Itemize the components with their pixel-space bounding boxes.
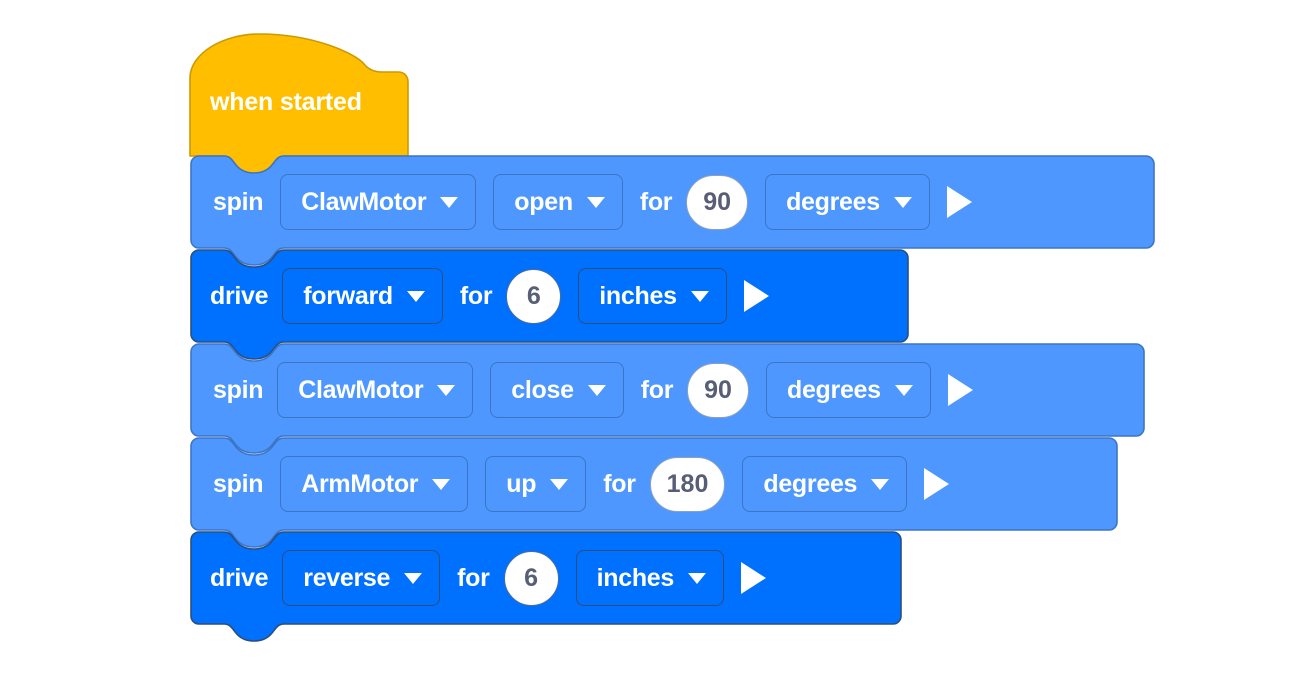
amount-input-4[interactable]: 180 — [649, 456, 726, 512]
amount-value-5: 6 — [524, 563, 539, 592]
block-drive-reverse[interactable]: drive reverse for 6 inches — [190, 531, 902, 642]
chevron-down-icon — [432, 478, 451, 490]
for-label-3: for — [640, 375, 674, 404]
drive-command-label-2: drive — [210, 563, 269, 592]
unit-dropdown-1[interactable]: degrees — [765, 174, 930, 230]
amount-value-1: 90 — [703, 187, 732, 216]
when-started-label: when started — [210, 88, 362, 116]
chevron-down-icon — [404, 572, 423, 584]
direction-dropdown-3[interactable]: close — [490, 362, 624, 418]
chevron-down-icon — [406, 290, 425, 302]
drive-command-label-1: drive — [210, 281, 269, 310]
block-when-started[interactable]: when started — [188, 32, 410, 174]
play-arrow-icon-1[interactable] — [946, 186, 972, 218]
motor-dropdown-3[interactable]: ArmMotor — [280, 456, 469, 512]
unit-dropdown-value-2: inches — [599, 281, 677, 310]
play-arrow-icon-2[interactable] — [743, 280, 769, 312]
play-arrow-icon-3[interactable] — [947, 374, 973, 406]
amount-input-5[interactable]: 6 — [503, 550, 559, 606]
chevron-down-icon — [440, 196, 459, 208]
direction-dropdown-value-3: close — [511, 375, 574, 404]
for-label-2: for — [459, 281, 493, 310]
direction-dropdown-2[interactable]: forward — [282, 268, 443, 324]
chevron-down-icon — [550, 478, 569, 490]
block-spin-claw-close[interactable]: spin ClawMotor close for 90 degrees — [190, 343, 1145, 454]
chevron-down-icon — [437, 384, 456, 396]
for-label-4: for — [603, 469, 636, 498]
amount-value-4: 180 — [666, 469, 709, 498]
unit-dropdown-4[interactable]: degrees — [742, 456, 908, 512]
direction-dropdown-4[interactable]: up — [485, 456, 587, 512]
chevron-down-icon — [688, 572, 706, 584]
block-drive-forward[interactable]: drive forward for 6 inches — [190, 249, 909, 360]
chevron-down-icon — [587, 384, 606, 396]
unit-dropdown-value-1: degrees — [786, 187, 880, 216]
motor-dropdown-value-2: ClawMotor — [298, 375, 424, 404]
amount-value-3: 90 — [704, 375, 732, 404]
unit-dropdown-5[interactable]: inches — [575, 550, 724, 606]
amount-input-3[interactable]: 90 — [687, 362, 749, 418]
motor-dropdown-value-3: ArmMotor — [301, 469, 419, 498]
unit-dropdown-3[interactable]: degrees — [765, 362, 931, 418]
unit-dropdown-2[interactable]: inches — [578, 268, 727, 324]
chevron-down-icon — [690, 290, 709, 302]
motor-dropdown-value-1: ClawMotor — [301, 187, 427, 216]
unit-dropdown-value-5: inches — [596, 563, 675, 592]
chevron-down-icon — [894, 384, 913, 396]
play-arrow-icon-4[interactable] — [924, 468, 950, 500]
play-arrow-icon-5[interactable] — [741, 562, 766, 594]
spin-command-label-2: spin — [213, 375, 264, 404]
motor-dropdown-2[interactable]: ClawMotor — [277, 362, 474, 418]
block-spin-arm-up[interactable]: spin ArmMotor up for 180 degrees — [190, 437, 1118, 548]
amount-value-2: 6 — [526, 281, 541, 310]
chevron-down-icon — [893, 196, 912, 208]
direction-dropdown-value-1: open — [514, 187, 573, 216]
direction-dropdown-value-2: forward — [303, 281, 393, 310]
direction-dropdown-value-5: reverse — [303, 563, 391, 592]
direction-dropdown-5[interactable]: reverse — [282, 550, 441, 606]
amount-input-1[interactable]: 90 — [686, 174, 749, 230]
direction-dropdown-1[interactable]: open — [493, 174, 623, 230]
amount-input-2[interactable]: 6 — [506, 268, 562, 324]
for-label-5: for — [457, 563, 490, 592]
chevron-down-icon — [871, 478, 890, 490]
direction-dropdown-value-4: up — [506, 469, 537, 498]
unit-dropdown-value-3: degrees — [786, 375, 881, 404]
chevron-down-icon — [586, 196, 605, 208]
for-label-1: for — [639, 187, 673, 216]
block-spin-claw-open[interactable]: spin ClawMotor open for 90 degrees — [190, 155, 1155, 266]
spin-command-label-1: spin — [213, 187, 264, 216]
spin-command-label-3: spin — [213, 469, 264, 498]
motor-dropdown-1[interactable]: ClawMotor — [280, 174, 477, 230]
unit-dropdown-value-4: degrees — [763, 469, 858, 498]
